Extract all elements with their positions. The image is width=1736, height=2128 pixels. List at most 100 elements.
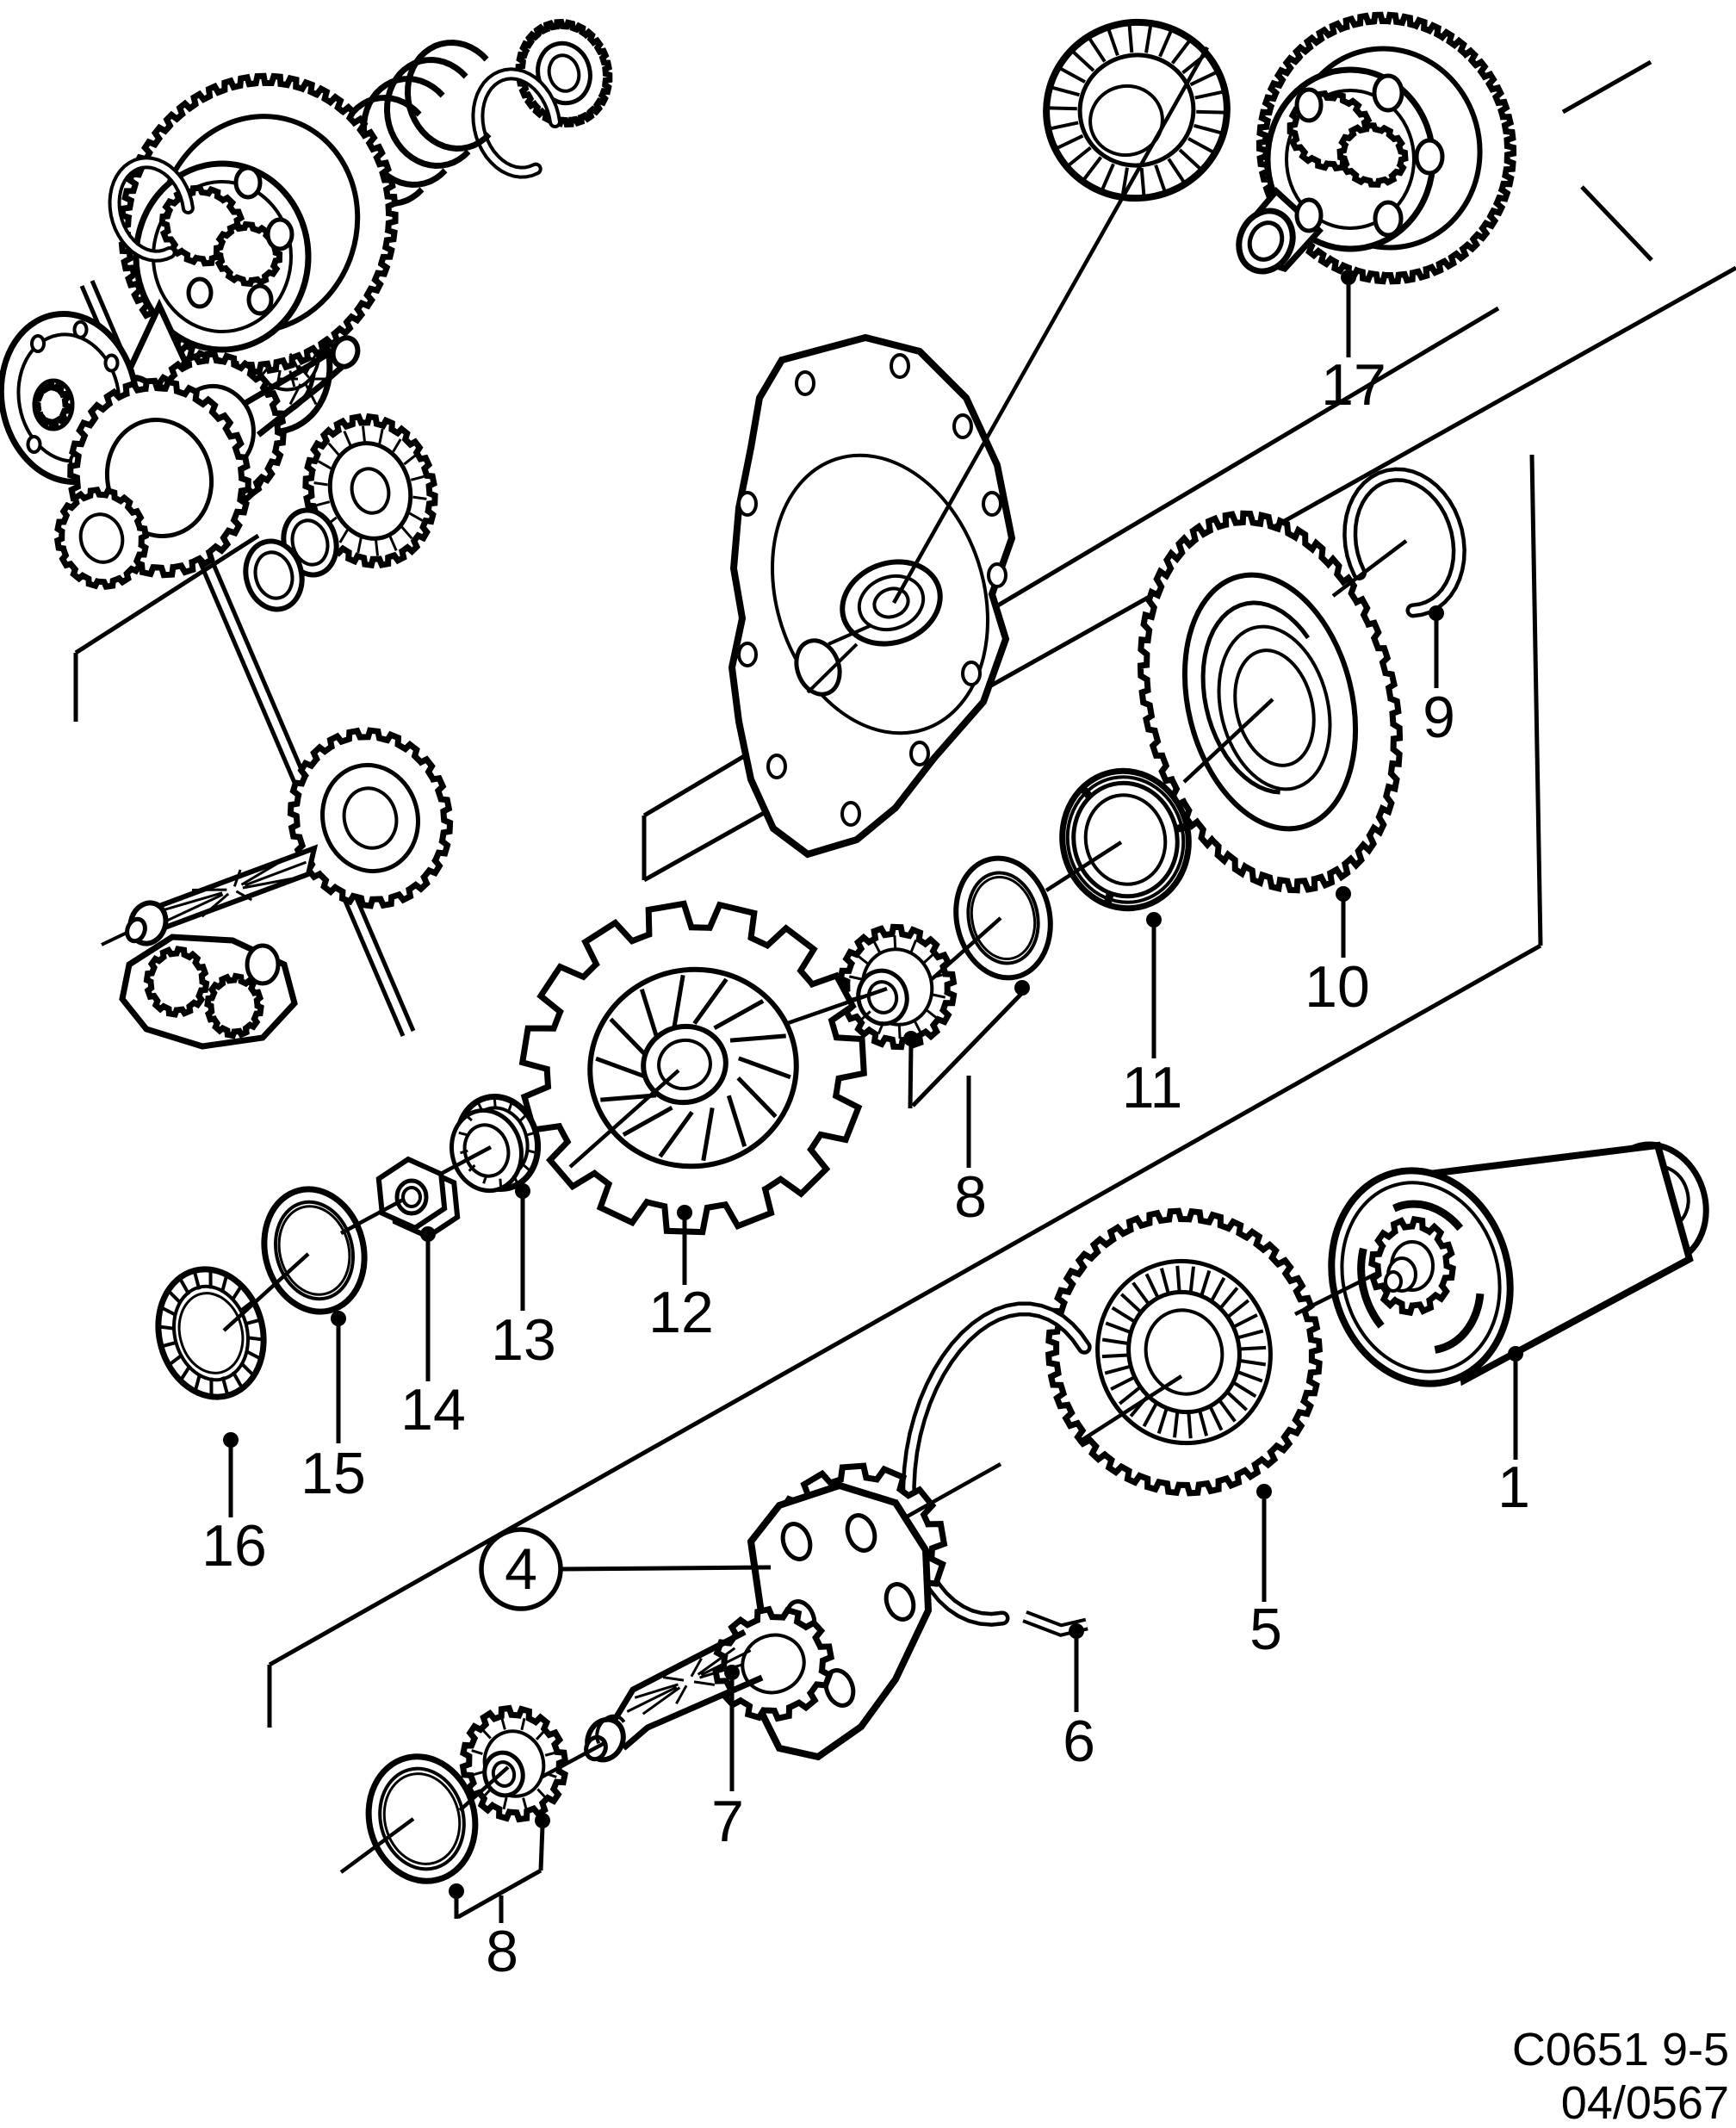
leader-pointer	[1045, 841, 1123, 892]
part-callout-8: 8	[903, 980, 1030, 1230]
callout-leader-line	[538, 1825, 545, 1871]
leader-pointer	[222, 1252, 310, 1332]
group-border-line	[1580, 185, 1653, 262]
callout-dot	[1069, 1623, 1084, 1639]
synchro-ring-8b	[365, 1753, 479, 1884]
left-differential-assembly	[102, 72, 399, 438]
callout-circle	[479, 1527, 563, 1611]
group-border-line	[1561, 59, 1652, 115]
snap-ring	[108, 156, 195, 263]
callout-leader-line	[908, 1043, 914, 1109]
callout-dot	[449, 1883, 464, 1899]
callout-number: 1	[1497, 1455, 1530, 1520]
snap-ring	[471, 67, 561, 179]
bearing-ring-16	[155, 1266, 267, 1400]
lower-pinion-shaft	[101, 727, 454, 946]
pinion-gear-8b	[459, 1704, 569, 1823]
callout-number: 15	[301, 1441, 366, 1506]
leader-pointer	[437, 1145, 493, 1176]
callout-dot	[1508, 1346, 1523, 1362]
group-border-line	[74, 533, 260, 655]
synchro-hub-5	[1045, 1207, 1323, 1497]
callout-dot	[515, 1183, 530, 1199]
callout-dot	[1429, 605, 1444, 621]
callout-dot	[1146, 912, 1162, 928]
thrust-washer-8	[953, 855, 1053, 981]
callout-leader-line	[456, 1868, 542, 1920]
part-callout-8: 8	[449, 1813, 550, 1984]
callout-dot	[223, 1432, 239, 1448]
washer-15	[261, 1186, 368, 1315]
callout-dot	[535, 1813, 550, 1828]
callout-dot	[903, 1031, 919, 1046]
callout-dot	[677, 1205, 692, 1220]
small-gear-ring	[515, 18, 613, 128]
figure-code: C0651 9-5	[1512, 2024, 1729, 2075]
callout-dot	[1256, 1484, 1272, 1499]
needle-bearing-13	[449, 1093, 542, 1194]
callout-number: 8	[486, 1919, 518, 1984]
differential-assembly-17	[1236, 11, 1517, 285]
callout-dot	[420, 1226, 436, 1242]
callout-leader-line	[560, 1565, 772, 1572]
part-callout-4: 4	[479, 1527, 772, 1611]
part-callout-15: 15	[301, 1311, 366, 1506]
group-border-line	[268, 943, 1542, 1667]
leader-pointer	[568, 1069, 680, 1169]
part-callout-12: 12	[648, 1205, 714, 1345]
leader-pointer	[892, 46, 1209, 605]
leader-pointer	[901, 1462, 1002, 1521]
part-callout-10: 10	[1305, 886, 1370, 1020]
tapered-roller-bearing	[1043, 18, 1231, 202]
leader-pointer	[1076, 1374, 1183, 1444]
leader-pointer	[787, 986, 888, 1026]
callout-number: 12	[648, 1280, 714, 1345]
leader-pointer	[458, 1765, 510, 1812]
callout-number: 6	[1063, 1709, 1095, 1774]
pinion-shaft-7	[584, 1462, 948, 1763]
callout-number: 16	[202, 1513, 267, 1579]
thrust-washer-small	[243, 538, 305, 612]
part-callout-6: 6	[1063, 1623, 1095, 1774]
part-callout-7: 7	[711, 1665, 744, 1854]
leader-pointer	[930, 916, 1002, 981]
part-callout-17: 17	[1321, 270, 1386, 418]
leader-pointer	[1331, 539, 1408, 598]
leader-pointer	[1293, 1269, 1381, 1317]
leader-pointer	[539, 1741, 606, 1779]
snap-ring-9	[1342, 467, 1466, 618]
synchro-ring-11	[1059, 767, 1192, 912]
callout-dot	[724, 1665, 740, 1680]
lock-nut-14	[375, 1156, 461, 1240]
gearbox-end-housing	[728, 333, 1016, 859]
callout-number: 8	[954, 1164, 987, 1230]
callout-leader-line	[911, 991, 1024, 1107]
callout-number: 10	[1305, 954, 1370, 1020]
callout-number: 9	[1423, 685, 1455, 750]
pinion-gear-8	[837, 923, 958, 1051]
leader-pointer-lines	[222, 46, 1408, 1874]
figure-date-code: 04/0567	[1561, 2077, 1729, 2128]
reverse-gear-12	[518, 900, 867, 1236]
part-callout-13: 13	[491, 1183, 556, 1373]
callout-number: 4	[505, 1536, 537, 1602]
input-gear-cluster	[53, 335, 361, 591]
callout-number: 7	[711, 1789, 744, 1854]
leader-pointer	[339, 1817, 415, 1874]
callout-number: 13	[491, 1307, 556, 1373]
callout-number: 11	[1122, 1055, 1183, 1120]
synchro-gear-disc	[302, 413, 438, 569]
callout-dot	[1014, 980, 1030, 996]
callout-dot	[1341, 270, 1356, 285]
callout-number: 17	[1321, 352, 1386, 418]
part-callout-1: 1	[1497, 1346, 1530, 1520]
callout-dot	[331, 1311, 346, 1326]
group-border-line	[1529, 454, 1543, 946]
callout-number: 14	[400, 1377, 466, 1442]
planet-carrier-housing	[119, 934, 298, 1050]
transmission-parts	[0, 11, 1709, 1884]
part-callout-16: 16	[202, 1432, 267, 1579]
